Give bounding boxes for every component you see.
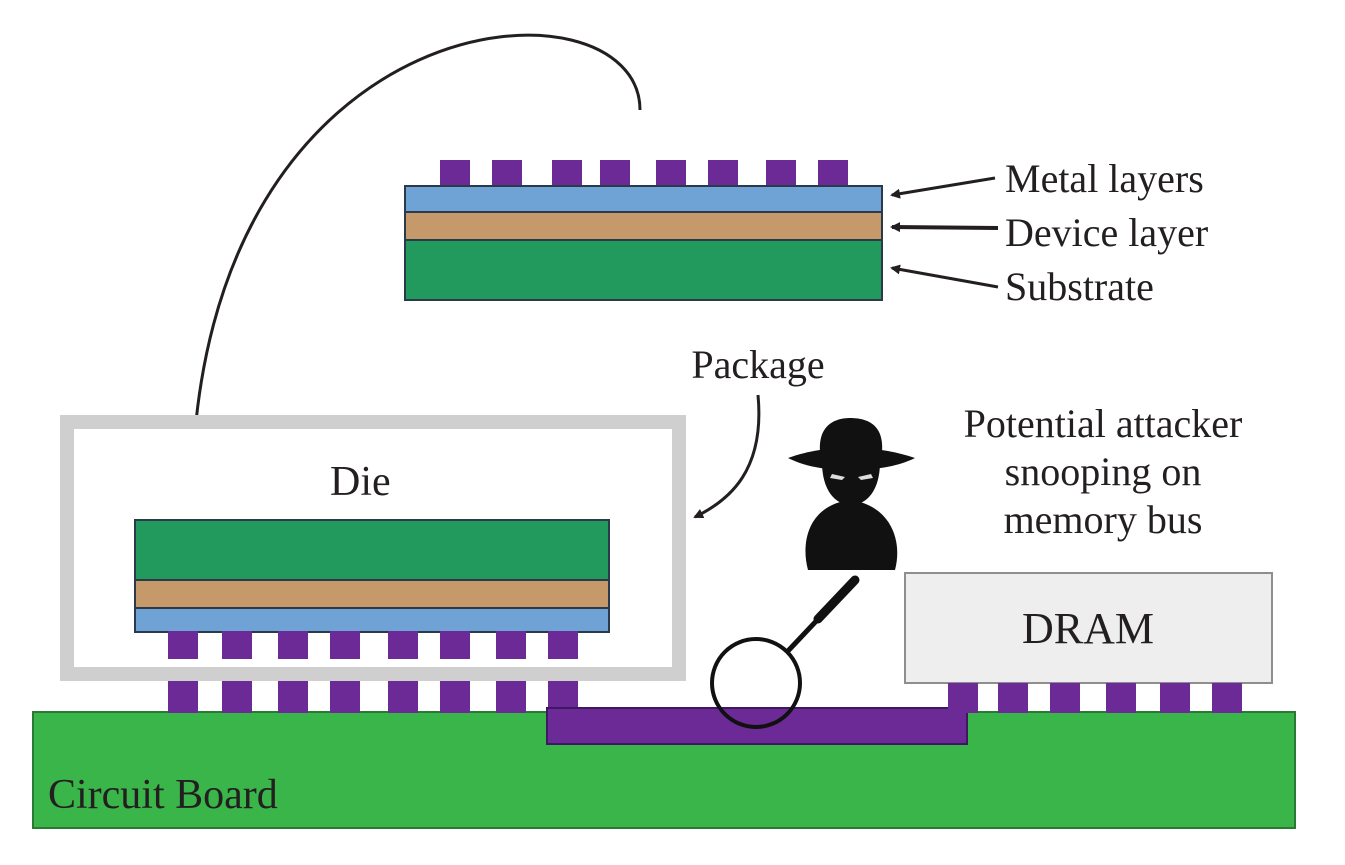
die-pin xyxy=(496,631,526,659)
dram-label: DRAM xyxy=(1022,604,1154,653)
package-pin xyxy=(168,681,198,713)
die-metal-layer xyxy=(134,607,610,633)
metal-pin xyxy=(656,160,686,187)
substrate-layer xyxy=(404,239,883,301)
die-label: Die xyxy=(330,459,391,505)
metal-pin xyxy=(708,160,738,187)
metal-pin xyxy=(600,160,630,187)
die-pin xyxy=(168,631,198,659)
die-pin xyxy=(330,631,360,659)
package-pin xyxy=(440,681,470,713)
dram-pin xyxy=(998,683,1028,713)
die-pins xyxy=(168,631,578,659)
die-pin xyxy=(222,631,252,659)
die-pin xyxy=(440,631,470,659)
metal-pin xyxy=(440,160,470,187)
package-pin xyxy=(330,681,360,713)
package-pin xyxy=(388,681,418,713)
dram-pin xyxy=(1050,683,1080,713)
attacker-label-line1: Potential attacker xyxy=(964,401,1243,446)
substrate-arrow xyxy=(890,264,999,289)
metal-layer xyxy=(404,185,883,213)
circuit-board-label: Circuit Board xyxy=(48,772,278,818)
device-layer xyxy=(404,211,883,241)
die xyxy=(134,519,610,633)
die-cross-section xyxy=(404,160,883,301)
metal-pin xyxy=(766,160,796,187)
metal-layers-label: Metal layers xyxy=(1005,156,1204,201)
top-metal-pins xyxy=(440,160,848,187)
device-layer-arrow xyxy=(890,222,999,233)
package-label: Package xyxy=(691,342,824,387)
package-pins xyxy=(168,681,578,713)
package-pin xyxy=(278,681,308,713)
metal-pin xyxy=(492,160,522,187)
die-pin xyxy=(548,631,578,659)
dram-chip xyxy=(904,572,1273,684)
dram-pin xyxy=(948,683,978,713)
dram-pin xyxy=(1160,683,1190,713)
attacker-label-line3: memory bus xyxy=(1004,497,1203,542)
magnifying-glass-icon xyxy=(710,575,860,729)
attacker-label-line2: snooping on xyxy=(1005,449,1202,494)
die-pin xyxy=(388,631,418,659)
die-pin xyxy=(278,631,308,659)
package-pin xyxy=(222,681,252,713)
die-device-layer xyxy=(134,579,610,609)
spy-icon xyxy=(788,418,915,570)
metal-layers-arrow xyxy=(890,176,996,199)
dram-pins xyxy=(948,683,1242,713)
substrate-label: Substrate xyxy=(1005,264,1154,309)
package-arrow xyxy=(693,394,761,519)
package-pin xyxy=(496,681,526,713)
metal-pin xyxy=(552,160,582,187)
device-layer-label: Device layer xyxy=(1005,210,1208,255)
dram-pin xyxy=(1212,683,1242,713)
die-zoom-arrow xyxy=(187,33,642,492)
die-substrate xyxy=(134,519,610,581)
metal-pin xyxy=(818,160,848,187)
dram-pin xyxy=(1106,683,1136,713)
